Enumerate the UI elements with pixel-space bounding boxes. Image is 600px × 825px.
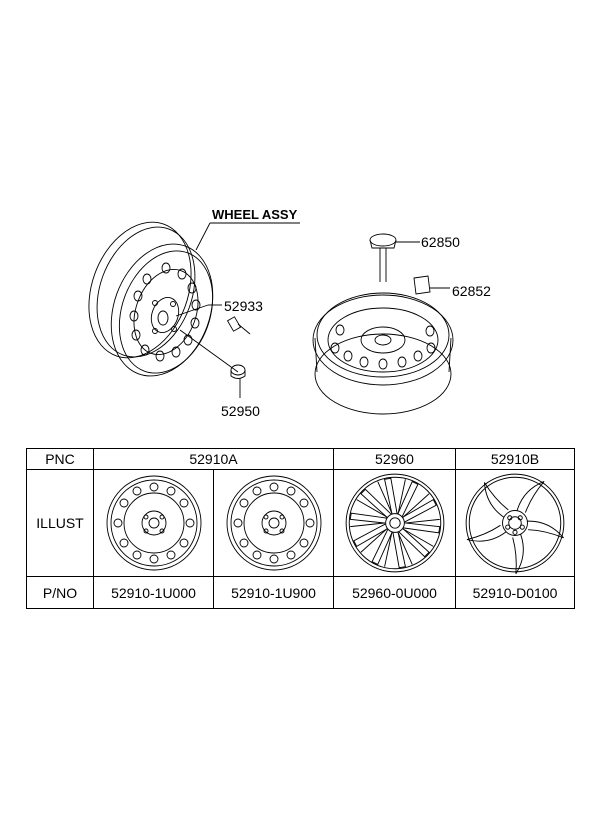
callout-valve: 52933 <box>224 298 263 314</box>
pnc-cell: 52910B <box>455 448 575 470</box>
callout-nut: 52950 <box>221 403 260 419</box>
pnc-cell: 52910A <box>93 448 334 470</box>
alloy-wheel-illustration <box>465 473 565 575</box>
spare-wheel-drawing <box>312 292 454 415</box>
label-sticker-part <box>413 275 450 295</box>
row-label-pnc: PNC <box>26 448 94 470</box>
table-row-illust: ILLUST <box>26 469 575 577</box>
steel-wheel-drawing <box>88 221 214 377</box>
part-number-cell: 52910-1U900 <box>213 576 334 609</box>
part-number-cell: 52960-0U000 <box>333 576 456 609</box>
part-number-cell: 52910-D0100 <box>455 576 575 609</box>
valve-stem-part <box>226 316 251 335</box>
callout-cap: 62850 <box>421 234 460 250</box>
illust-cell <box>93 469 214 577</box>
part-number-cell: 52910-1U000 <box>93 576 214 609</box>
row-label-illust: ILLUST <box>26 469 94 577</box>
wheel-cover-illustration <box>345 473 444 573</box>
assembly-label: WHEEL ASSY <box>212 207 298 222</box>
pnc-cell: 52960 <box>333 448 456 470</box>
parts-table: PNC 52910A 52960 52910B ILLUST <box>26 448 575 609</box>
center-cap-part <box>369 233 420 282</box>
table-row-pno: P/NO 52910-1U000 52910-1U900 52960-0U000… <box>26 576 575 609</box>
illust-cell <box>455 469 575 577</box>
illust-cell <box>213 469 334 577</box>
callout-sticker: 62852 <box>452 283 491 299</box>
table-row-pnc: PNC 52910A 52960 52910B <box>26 448 575 470</box>
row-label-pno: P/NO <box>26 576 94 609</box>
illust-cell <box>333 469 456 577</box>
wheel-nut-part <box>230 364 246 379</box>
steel-wheel-illustration <box>106 475 201 571</box>
steel-wheel-illustration <box>226 475 321 571</box>
